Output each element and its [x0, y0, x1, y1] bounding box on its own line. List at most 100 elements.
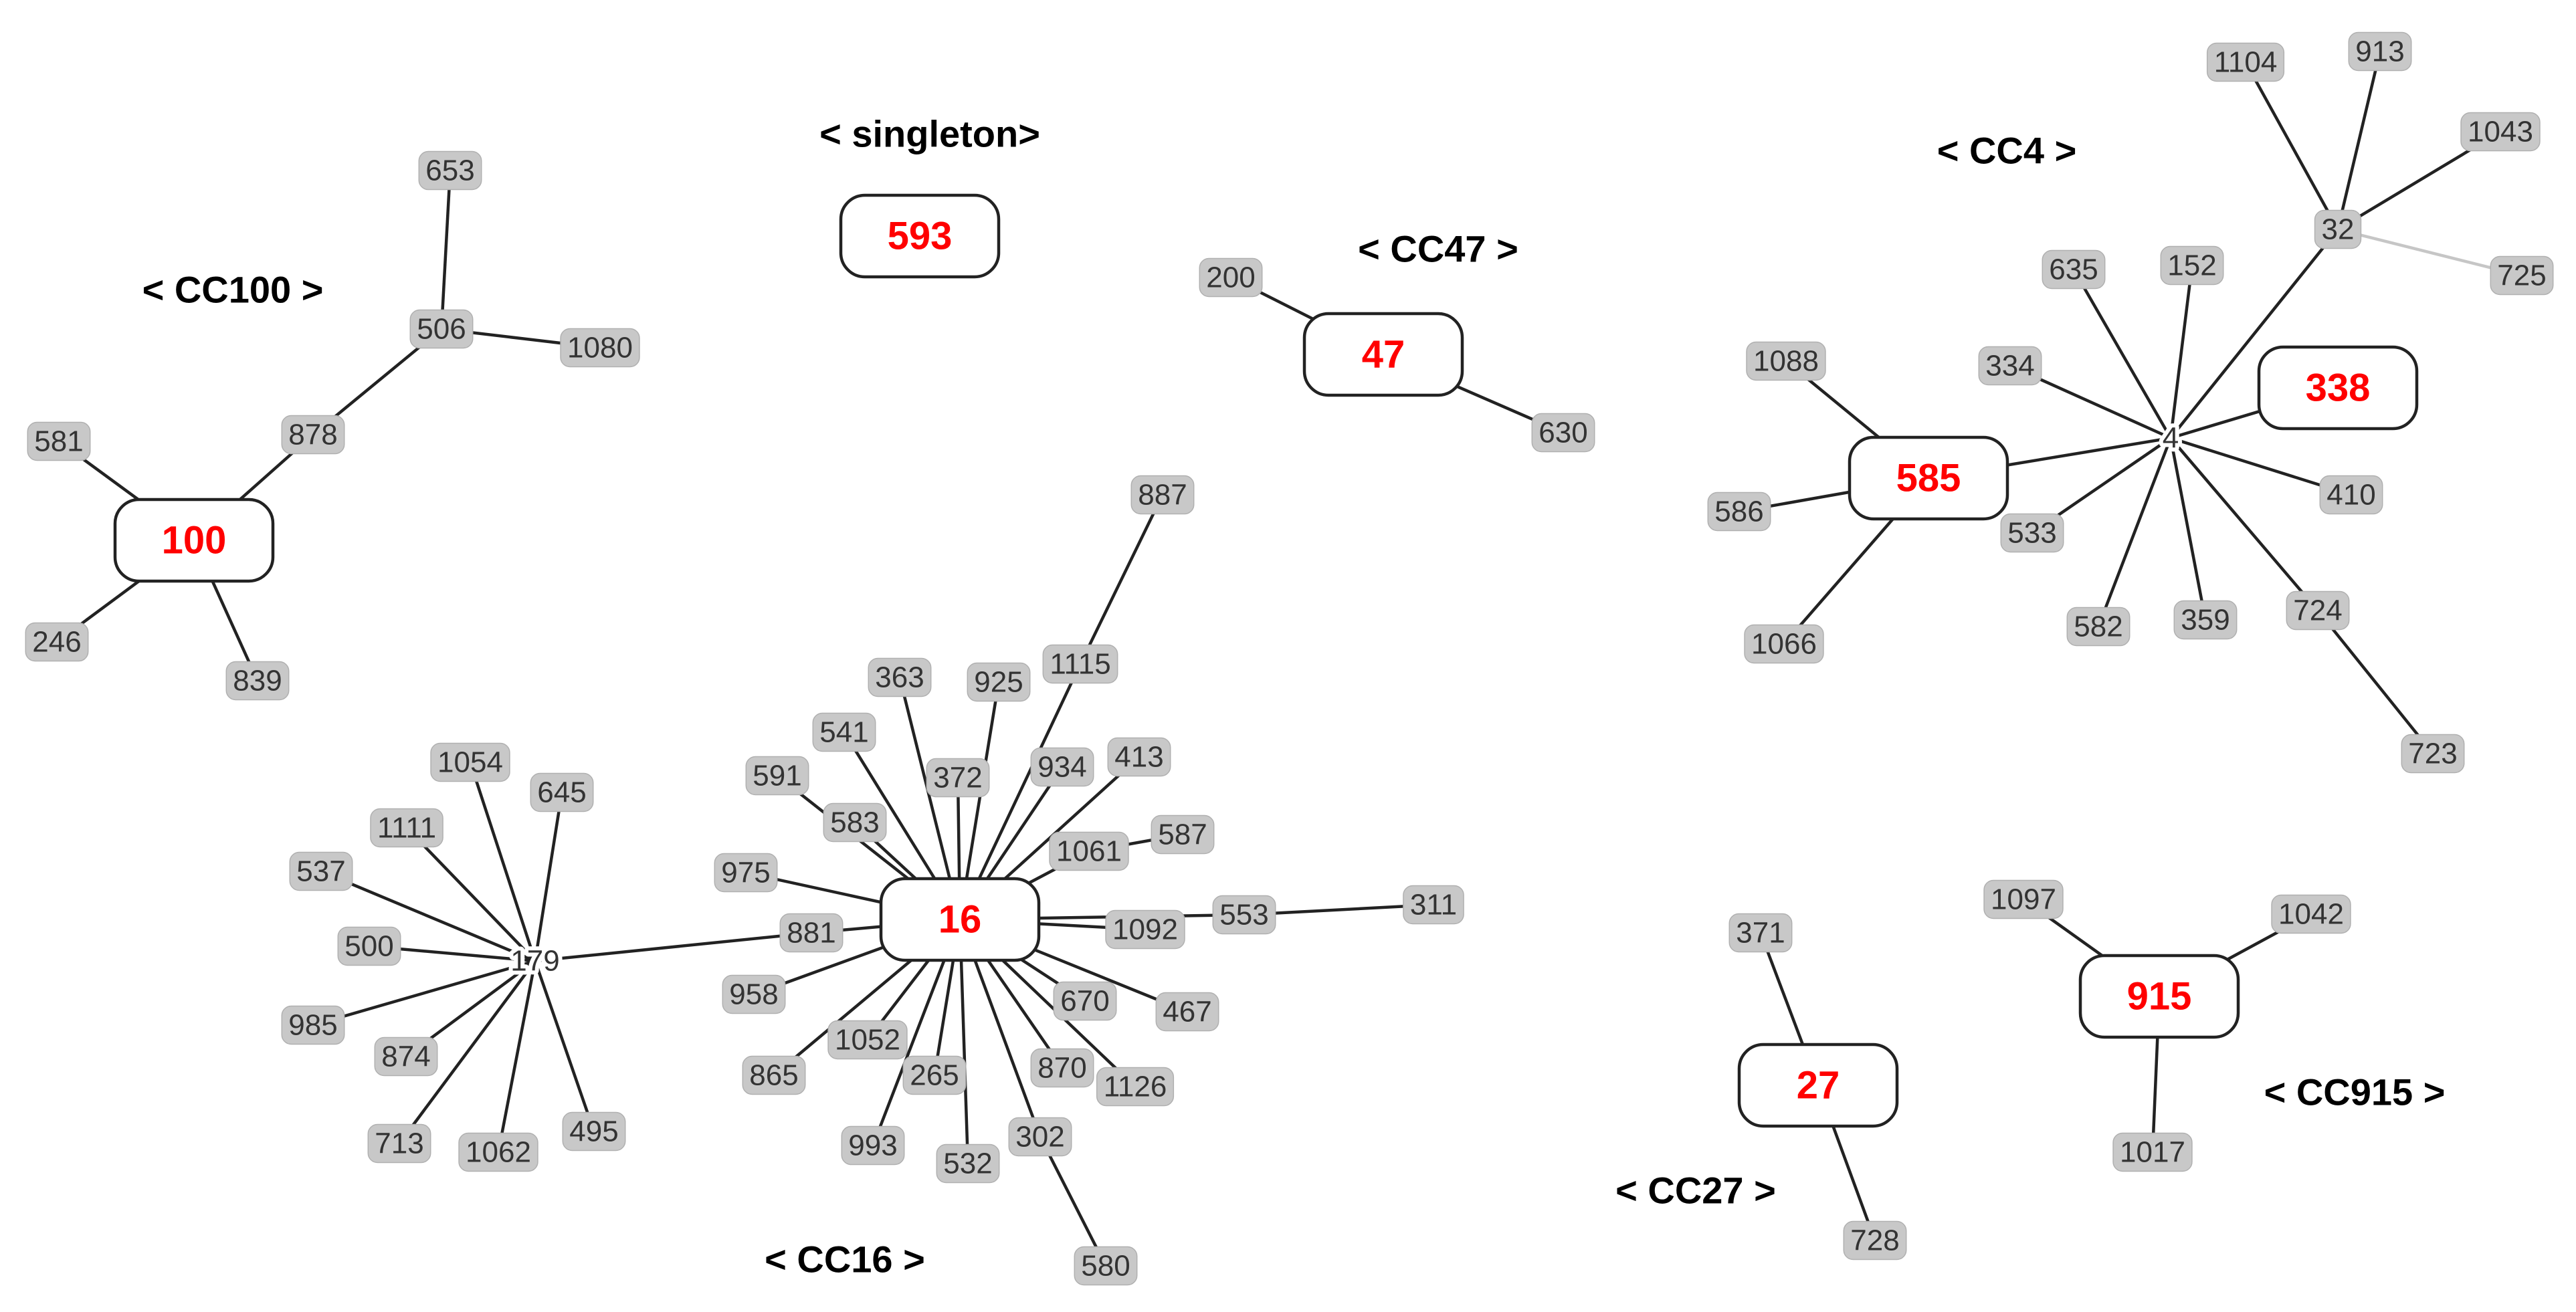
st-node-723: 723	[2401, 734, 2465, 774]
node-label-537: 537	[296, 855, 345, 888]
node-box-363	[868, 657, 932, 697]
node-label-1043: 1043	[2468, 116, 2533, 148]
st-node-653: 653	[418, 150, 482, 191]
node-label-582: 582	[2074, 611, 2122, 643]
node-box-532	[936, 1143, 1000, 1184]
node-box-582	[2066, 607, 2131, 647]
edge-4-724	[2169, 437, 2319, 612]
founder-node-16: 16	[879, 877, 1041, 962]
st-node-878: 878	[281, 415, 345, 455]
node-label-839: 839	[233, 665, 282, 697]
node-label-541: 541	[819, 716, 868, 749]
node-label-585: 585	[1896, 457, 1961, 500]
st-node-1111: 1111	[370, 808, 443, 848]
node-label-265: 265	[910, 1059, 959, 1092]
node-label-372: 372	[933, 762, 982, 794]
node-box-713	[367, 1123, 431, 1164]
founder-node-27: 27	[1737, 1043, 1899, 1128]
node-label-975: 975	[721, 857, 770, 889]
st-node-913: 913	[2348, 31, 2412, 72]
node-label-246: 246	[32, 626, 81, 659]
node-box-1017	[2112, 1132, 2193, 1172]
st-node-553: 553	[1212, 895, 1276, 935]
st-node-975: 975	[714, 853, 778, 893]
edge-179-537	[320, 869, 536, 963]
node-label-100: 100	[162, 519, 227, 562]
node-label-47: 47	[1362, 333, 1405, 376]
group-label-cc16: < CC16 >	[765, 1238, 925, 1281]
st-node-200: 200	[1199, 257, 1263, 298]
node-label-27: 27	[1797, 1064, 1840, 1107]
node-box-975	[714, 853, 778, 893]
node-label-1088: 1088	[1753, 345, 1819, 378]
node-label-359: 359	[2181, 604, 2230, 637]
node-label-533: 533	[2007, 517, 2056, 550]
node-box-1062	[458, 1132, 538, 1172]
st-node-4: 44	[2159, 418, 2183, 459]
node-label-713: 713	[375, 1127, 423, 1160]
node-label-152: 152	[2167, 249, 2216, 282]
st-node-591: 591	[745, 756, 809, 796]
node-label-532: 532	[943, 1147, 992, 1180]
node-label-410: 410	[2326, 479, 2375, 512]
node-box-359	[2173, 600, 2238, 640]
st-node-581: 581	[27, 421, 91, 461]
st-node-670: 670	[1053, 981, 1117, 1021]
node-box-152	[2160, 245, 2224, 286]
node-box-500	[337, 926, 401, 966]
group-label-cc915: < CC915 >	[2264, 1071, 2446, 1113]
founder-box-338	[2257, 345, 2419, 431]
node-label-887: 887	[1138, 479, 1187, 512]
node-box-645	[530, 772, 594, 812]
node-label-635: 635	[2049, 253, 2098, 286]
node-box-371	[1728, 913, 1793, 953]
node-box-265	[902, 1055, 967, 1095]
edge-179-985	[312, 959, 536, 1027]
st-node-246: 246	[25, 622, 89, 662]
node-label-934: 934	[1037, 751, 1086, 784]
node-box-1092	[1105, 909, 1185, 950]
node-box-725	[2490, 255, 2554, 296]
node-box-311	[1403, 885, 1464, 925]
node-label-1061: 1061	[1056, 835, 1122, 868]
node-label-583: 583	[830, 806, 879, 839]
node-box-1111	[370, 808, 443, 848]
node-box-587	[1151, 814, 1215, 855]
node-label-32: 32	[2322, 213, 2355, 246]
node-label-985: 985	[288, 1009, 337, 1042]
node-box-537	[289, 851, 353, 891]
node-box-553	[1212, 895, 1276, 935]
founder-node-100: 100	[113, 498, 275, 583]
node-box-724	[2286, 590, 2350, 631]
edge-16-1115	[958, 663, 1082, 920]
node-box-302	[1008, 1117, 1072, 1157]
node-box-1088	[1746, 341, 1826, 381]
st-node-583: 583	[823, 802, 887, 843]
node-box-865	[742, 1055, 806, 1095]
node-box-881	[779, 913, 844, 953]
node-halo-4: 4	[2163, 422, 2179, 455]
node-label-865: 865	[749, 1059, 798, 1092]
st-node-152: 152	[2160, 245, 2224, 286]
st-node-870: 870	[1030, 1048, 1094, 1088]
st-node-839: 839	[225, 661, 290, 701]
node-box-958	[722, 974, 786, 1014]
node-label-645: 645	[537, 776, 586, 809]
st-node-1052: 1052	[827, 1020, 908, 1060]
node-label-587: 587	[1158, 818, 1207, 851]
st-node-887: 887	[1130, 475, 1195, 515]
node-box-372	[926, 758, 990, 798]
node-label-1062: 1062	[466, 1136, 531, 1169]
node-label-506: 506	[417, 313, 466, 346]
founder-box-47	[1302, 312, 1464, 397]
node-label-1097: 1097	[1991, 883, 2056, 916]
node-box-1080	[560, 328, 640, 368]
st-node-265: 265	[902, 1055, 967, 1095]
node-label-586: 586	[1714, 496, 1763, 528]
st-node-725: 725	[2490, 255, 2554, 296]
st-node-1115: 1115	[1042, 644, 1118, 684]
st-node-302: 302	[1008, 1117, 1072, 1157]
st-node-410: 410	[2319, 475, 2383, 515]
